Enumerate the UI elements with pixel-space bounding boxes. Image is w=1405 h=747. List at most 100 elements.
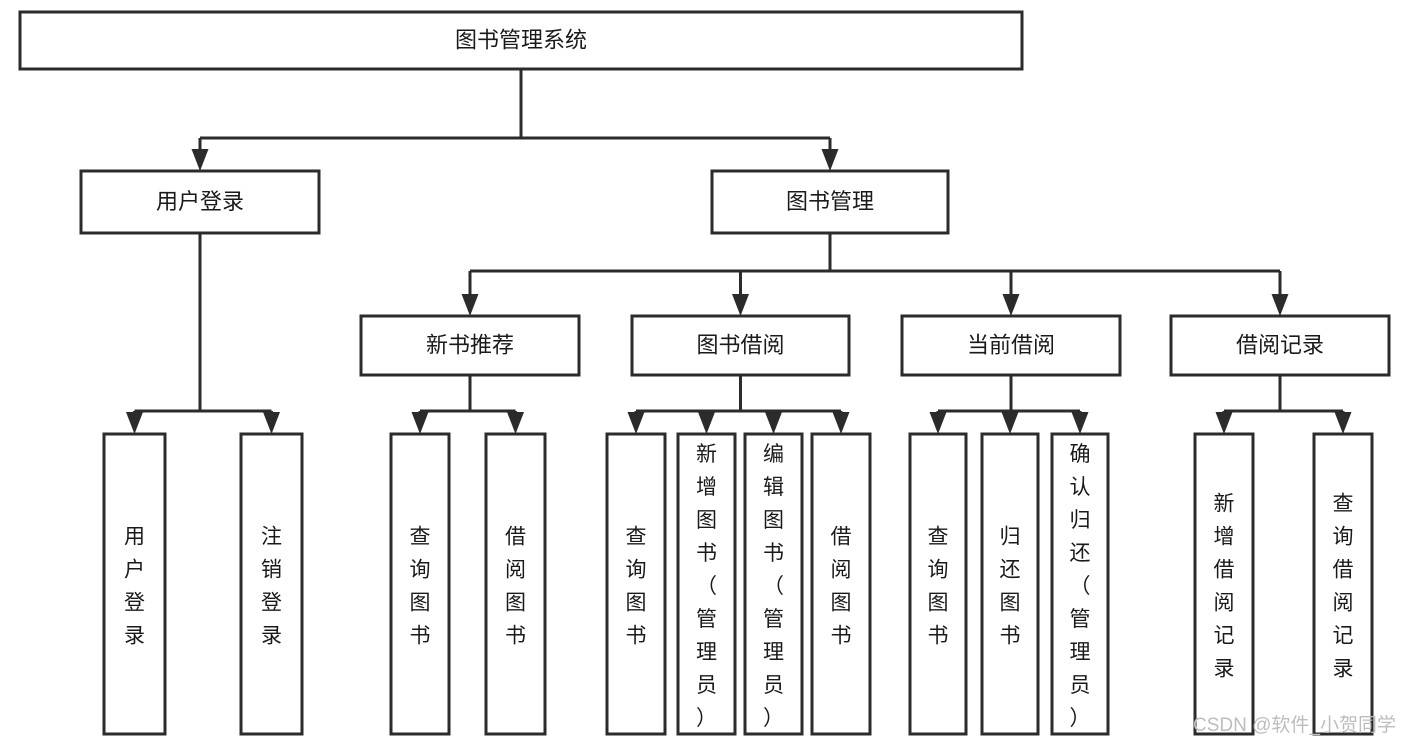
glyph: 员 <box>763 674 784 697</box>
arrow-head-icon <box>263 412 280 434</box>
glyph: （ <box>763 575 784 598</box>
glyph: 管 <box>763 608 784 631</box>
node-label-leaf-user-logout: 注销登录 <box>261 526 282 648</box>
node-leaf-borrow-edit-book[interactable]: 编辑图书（管理员） <box>743 432 804 736</box>
glyph: 员 <box>696 674 717 697</box>
node-label-leaf-rec-query-book: 查询图书 <box>410 526 431 648</box>
arrow-head-icon <box>929 412 947 434</box>
node-label-root: 图书管理系统 <box>455 27 587 52</box>
node-leaf-rec-query-book[interactable]: 查询图书 <box>389 432 451 736</box>
node-label-leaf-cur-return-book: 归还图书 <box>1000 526 1021 648</box>
glyph: 借 <box>831 526 852 549</box>
connectors-layer <box>126 69 1352 434</box>
glyph: 书 <box>410 625 431 648</box>
glyph: 查 <box>1333 493 1354 516</box>
glyph: 书 <box>626 625 647 648</box>
node-label-current-borrow: 当前借阅 <box>967 332 1055 357</box>
node-box-borrow-record[interactable] <box>1169 314 1391 377</box>
node-book-manage[interactable]: 图书管理 <box>710 169 950 235</box>
node-borrow-record[interactable]: 借阅记录 <box>1169 314 1391 377</box>
glyph: （ <box>696 575 717 598</box>
node-label-book-borrow: 图书借阅 <box>696 332 784 357</box>
glyph: 图 <box>1000 592 1021 615</box>
glyph: 图 <box>410 592 431 615</box>
node-leaf-user-logout[interactable]: 注销登录 <box>239 432 304 736</box>
nodes-layer: 图书管理系统用户登录图书管理新书推荐图书借阅当前借阅借阅记录用户登录注销登录查询… <box>18 10 1391 736</box>
node-box-book-borrow[interactable] <box>630 314 851 377</box>
node-book-borrow[interactable]: 图书借阅 <box>630 314 851 377</box>
node-label-leaf-rec-query-record: 查询借阅记录 <box>1333 493 1354 681</box>
node-leaf-borrow-add-book[interactable]: 新增图书（管理员） <box>676 432 737 736</box>
node-box-book-manage[interactable] <box>710 169 950 235</box>
glyph: 录 <box>1333 658 1354 681</box>
glyph: 查 <box>928 526 949 549</box>
glyph: 员 <box>1070 674 1091 697</box>
glyph: ） <box>696 707 717 730</box>
glyph: 书 <box>505 625 526 648</box>
node-label-leaf-borrow-add-book: 新增图书（管理员） <box>696 443 717 730</box>
node-new-book-rec[interactable]: 新书推荐 <box>359 314 581 377</box>
node-leaf-cur-confirm-return[interactable]: 确认归还（管理员） <box>1050 432 1110 736</box>
node-box-leaf-cur-confirm-return[interactable] <box>1050 432 1110 736</box>
glyph: 管 <box>1070 608 1091 631</box>
arrow-head-icon <box>1001 412 1019 434</box>
node-box-new-book-rec[interactable] <box>359 314 581 377</box>
node-leaf-cur-return-book[interactable]: 归还图书 <box>980 432 1040 736</box>
node-leaf-rec-borrow-book[interactable]: 借阅图书 <box>484 432 547 736</box>
node-user-login[interactable]: 用户登录 <box>79 169 321 235</box>
glyph: 还 <box>1070 542 1091 565</box>
node-current-borrow[interactable]: 当前借阅 <box>900 314 1122 377</box>
glyph: 注 <box>261 526 282 549</box>
arrow-head-icon <box>1271 294 1289 316</box>
node-label-leaf-rec-add-record: 新增借阅记录 <box>1214 493 1235 681</box>
arrow-head-icon <box>1002 294 1020 316</box>
node-leaf-user-login[interactable]: 用户登录 <box>102 432 167 736</box>
connector-group-root <box>191 69 839 171</box>
glyph: ） <box>763 707 784 730</box>
node-box-root[interactable] <box>18 10 1024 71</box>
node-leaf-borrow-query-book[interactable]: 查询图书 <box>605 432 667 736</box>
node-box-leaf-rec-query-book[interactable] <box>389 432 451 736</box>
node-box-leaf-rec-borrow-book[interactable] <box>484 432 547 736</box>
node-box-leaf-borrow-add-book[interactable] <box>676 432 737 736</box>
glyph: 图 <box>626 592 647 615</box>
node-box-leaf-cur-return-book[interactable] <box>980 432 1040 736</box>
glyph: 理 <box>696 641 717 664</box>
arrow-head-icon <box>765 412 782 434</box>
arrow-head-icon <box>627 412 645 434</box>
node-box-leaf-cur-query-book[interactable] <box>908 432 968 736</box>
connector-group-user-login <box>126 233 280 434</box>
glyph: 登 <box>124 592 145 615</box>
node-leaf-rec-add-record[interactable]: 新增借阅记录 <box>1193 432 1255 736</box>
glyph: 查 <box>410 526 431 549</box>
glyph: 图 <box>831 592 852 615</box>
glyph: 户 <box>124 559 145 582</box>
node-box-leaf-borrow-edit-book[interactable] <box>743 432 804 736</box>
glyph: 理 <box>763 641 784 664</box>
glyph: 图 <box>505 592 526 615</box>
node-leaf-borrow-borrow-book[interactable]: 借阅图书 <box>810 432 872 736</box>
arrow-head-icon <box>1215 412 1233 434</box>
node-box-leaf-user-login[interactable] <box>102 432 167 736</box>
node-box-leaf-rec-query-record[interactable] <box>1312 432 1374 736</box>
node-box-leaf-user-logout[interactable] <box>239 432 304 736</box>
connector-group-new-book-rec <box>411 375 524 434</box>
node-box-current-borrow[interactable] <box>900 314 1122 377</box>
glyph: 阅 <box>831 559 852 582</box>
node-box-leaf-borrow-borrow-book[interactable] <box>810 432 872 736</box>
glyph: 阅 <box>1214 592 1235 615</box>
node-leaf-cur-query-book[interactable]: 查询图书 <box>908 432 968 736</box>
glyph: 询 <box>626 559 647 582</box>
node-box-leaf-borrow-query-book[interactable] <box>605 432 667 736</box>
node-box-user-login[interactable] <box>79 169 321 235</box>
glyph: 阅 <box>505 559 526 582</box>
glyph: 新 <box>696 443 717 466</box>
connector-group-current-borrow <box>929 375 1089 434</box>
glyph: 书 <box>763 542 784 565</box>
node-root[interactable]: 图书管理系统 <box>18 10 1024 71</box>
arrow-head-icon <box>732 294 749 316</box>
node-box-leaf-rec-add-record[interactable] <box>1193 432 1255 736</box>
node-leaf-rec-query-record[interactable]: 查询借阅记录 <box>1312 432 1374 736</box>
